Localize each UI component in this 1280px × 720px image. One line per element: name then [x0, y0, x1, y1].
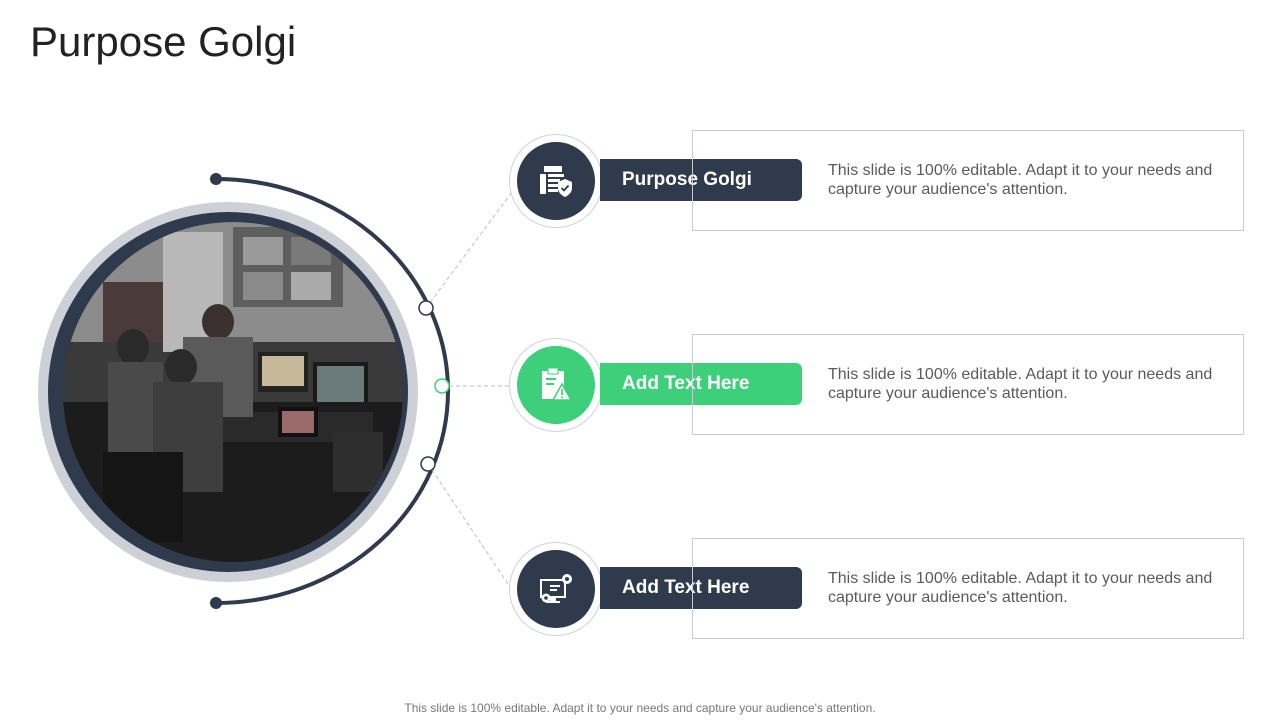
item-2-label: Add Text Here	[600, 363, 802, 405]
item-1-icon-badge	[509, 134, 603, 228]
arc-end-dot-bottom	[210, 597, 222, 609]
clipboard-warning-icon	[542, 367, 573, 401]
item-3-label: Add Text Here	[600, 567, 802, 609]
arc-node-3	[420, 456, 436, 472]
document-shield-icon	[540, 166, 572, 197]
item-1-description: This slide is 100% editable. Adapt it to…	[692, 130, 1244, 231]
item-3-description-text: This slide is 100% editable. Adapt it to…	[828, 570, 1213, 606]
item-2-description-text: This slide is 100% editable. Adapt it to…	[828, 366, 1213, 402]
item-3-description: This slide is 100% editable. Adapt it to…	[692, 538, 1244, 639]
arc-end-dot-top	[210, 173, 222, 185]
outer-arc	[215, 177, 450, 605]
arc-node-2	[434, 378, 450, 394]
connector-line-3	[427, 463, 513, 591]
control-room-photo	[63, 222, 403, 562]
monitor-gears-icon	[540, 574, 572, 603]
item-2-description: This slide is 100% editable. Adapt it to…	[692, 334, 1244, 435]
arc-node-1	[418, 300, 434, 316]
item-1-label: Purpose Golgi	[600, 159, 802, 201]
item-1-description-text: This slide is 100% editable. Adapt it to…	[828, 162, 1213, 198]
item-2-icon-badge	[509, 338, 603, 432]
footer-note: This slide is 100% editable. Adapt it to…	[404, 701, 876, 715]
item-3-icon-badge	[509, 542, 603, 636]
connector-line-1	[425, 191, 513, 309]
page-title: Purpose Golgi	[30, 18, 297, 65]
